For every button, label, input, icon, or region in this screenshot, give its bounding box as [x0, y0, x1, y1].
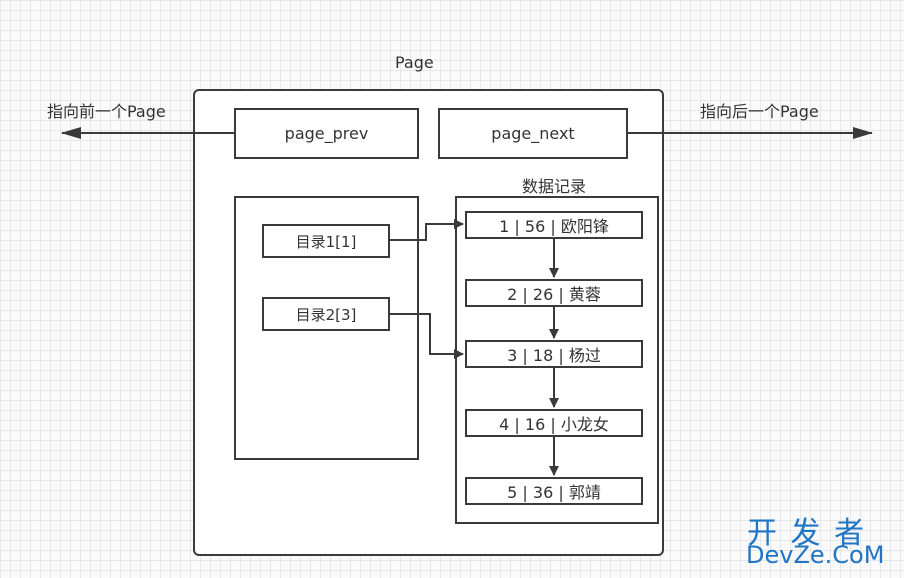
- record-row-2: 2 | 26 | 黄蓉: [465, 279, 643, 307]
- record-row-1: 1 | 56 | 欧阳锋: [465, 211, 643, 239]
- record-row-3: 3 | 18 | 杨过: [465, 340, 643, 368]
- directory-entry-2: 目录2[3]: [262, 297, 390, 331]
- record-row-4: 4 | 16 | 小龙女: [465, 409, 643, 437]
- watermark-domain: DevZe.CoM: [746, 541, 885, 569]
- prev-page-label: 指向前一个Page: [47, 102, 166, 121]
- record-row-5: 5 | 36 | 郭靖: [465, 477, 643, 505]
- watermark-title: 开 发 者: [747, 516, 867, 551]
- page-title: Page: [395, 53, 434, 72]
- directory-entry-1: 目录1[1]: [262, 224, 390, 258]
- next-page-label: 指向后一个Page: [700, 102, 819, 121]
- records-title: 数据记录: [522, 177, 587, 196]
- dir1-to-record1-arrow: [390, 219, 464, 241]
- dir2-to-record3-arrow: [390, 313, 464, 359]
- page-prev-box: page_prev: [234, 108, 419, 159]
- page-next-box: page_next: [438, 108, 628, 159]
